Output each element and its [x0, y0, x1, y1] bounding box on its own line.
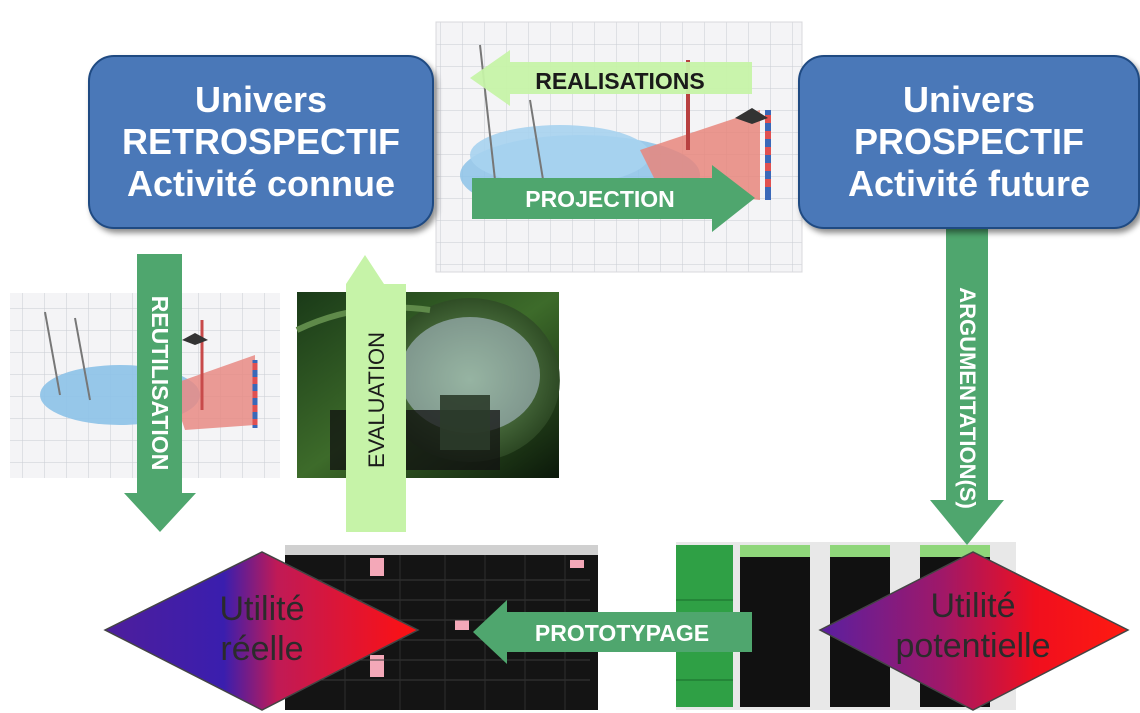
- cockpit-photo: [295, 292, 560, 478]
- potentielle-line2: potentielle: [895, 627, 1050, 665]
- reelle-line1: Utilité: [219, 590, 304, 628]
- arrow-evaluation: [346, 255, 406, 532]
- retro-line2: RETROSPECTIF: [121, 121, 400, 162]
- prosp-line2: PROSPECTIF: [853, 121, 1085, 162]
- projection-scene-image: [435, 21, 803, 273]
- prosp-line3: Activité future: [847, 163, 1091, 204]
- box-univers-prospectif: Univers PROSPECTIF Activité future: [798, 55, 1140, 229]
- arrow-prototypage: [473, 600, 752, 664]
- label-realisations: REALISATIONS: [535, 68, 705, 94]
- retro-line1: Univers: [194, 79, 328, 120]
- label-prototypage: PROTOTYPAGE: [535, 620, 709, 646]
- potentielle-line1: Utilité: [930, 587, 1015, 625]
- arrow-argumentations: [930, 228, 1004, 545]
- retro-line3: Activité connue: [126, 163, 396, 204]
- label-reutilisation: REUTILISATION: [147, 296, 173, 471]
- prosp-line1: Univers: [902, 79, 1036, 120]
- box-univers-retrospectif: Univers RETROSPECTIF Activité connue: [88, 55, 434, 229]
- arrow-reutilisation: [124, 254, 196, 532]
- arrow-realisations: [470, 50, 752, 106]
- label-projection: PROJECTION: [525, 186, 675, 212]
- arrow-projection: [472, 165, 755, 232]
- reelle-line2: réelle: [220, 630, 303, 668]
- label-evaluation: EVALUATION: [364, 332, 389, 468]
- diamond-utilite-potentielle: [818, 551, 1130, 711]
- label-argumentations: ARGUMENTATION(S): [955, 287, 980, 509]
- diamond-utilite-reelle: [103, 551, 420, 711]
